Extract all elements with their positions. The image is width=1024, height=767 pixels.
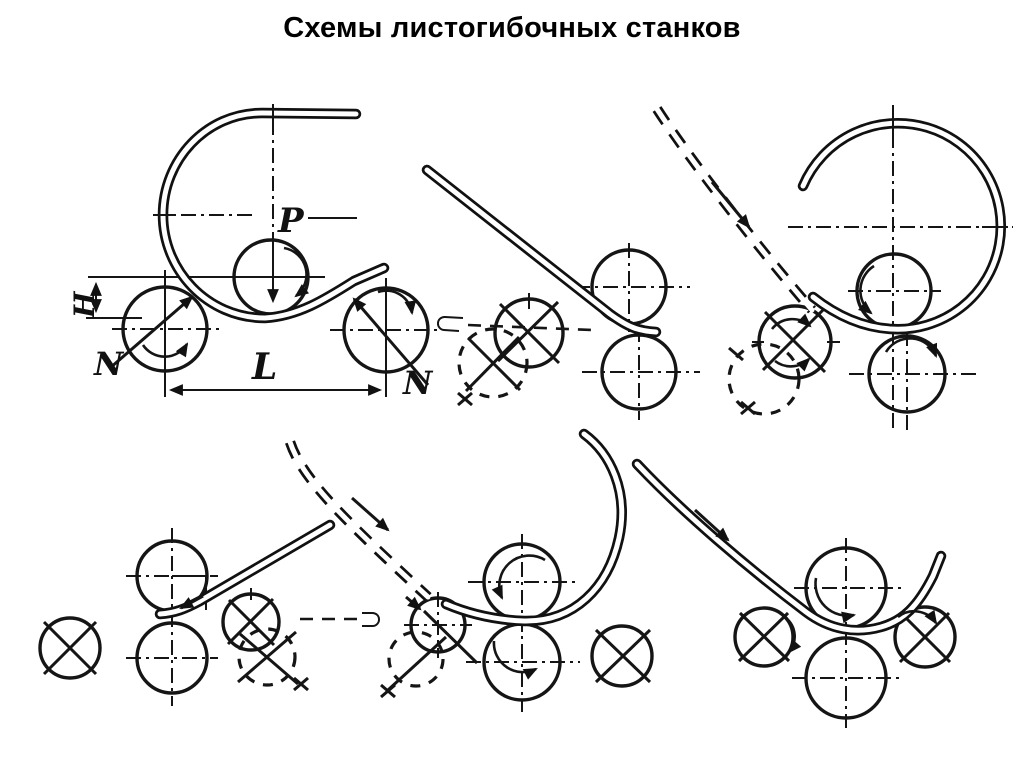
bending-roller-phantom <box>457 327 529 399</box>
scheme-pinch-flat-exit <box>38 519 380 706</box>
scheme-three-roll-pyramid: P H L N N <box>68 104 442 402</box>
left-roller-rotation-arrow <box>785 616 802 654</box>
phantom-end-tick <box>457 391 473 407</box>
right-roller-rotation-arrow <box>897 609 938 625</box>
phantom-x-mark <box>464 335 521 393</box>
feed-sheet-phantom <box>285 440 432 601</box>
bending-roller-phantom <box>727 342 801 416</box>
feed-direction-arrow <box>351 496 390 532</box>
lower-pinch-roller <box>135 621 209 695</box>
gap-label: H <box>68 290 101 319</box>
right-support-force-arrow <box>352 297 430 386</box>
right-support-label: N <box>402 364 434 402</box>
phantom-end-tick <box>293 676 309 692</box>
right-roller-x-mark <box>898 611 951 664</box>
left-support-force-arrow <box>109 295 194 370</box>
left-support-label: N <box>93 345 125 383</box>
left-bending-roller <box>733 606 795 668</box>
page-title: Схемы листогибочных станков <box>283 12 741 44</box>
bending-roller-phantom <box>387 630 445 688</box>
feed-direction-arrow <box>179 594 204 610</box>
bent-sheet <box>631 458 947 636</box>
feed-sheet-core <box>157 522 333 617</box>
scheme-pinch-curl-up <box>285 428 654 712</box>
force-label: P <box>277 201 305 241</box>
bending-roller-x-mark <box>498 302 561 365</box>
scheme-four-roll <box>631 458 957 728</box>
phantom-end-tick <box>740 400 756 416</box>
top-roller-rotation-arrow <box>814 577 857 624</box>
phantom-diagonal <box>386 635 448 692</box>
bending-roller-x-mark <box>763 310 827 374</box>
idler-roller <box>590 624 654 688</box>
feed-direction-arrow <box>710 181 751 229</box>
feed-sheet-phantom-core <box>654 106 815 313</box>
phantom-end-tick <box>728 346 744 362</box>
bending-roller-x-mark <box>761 308 825 372</box>
sheet-contact-arrow <box>405 595 422 611</box>
upper-roller-rotation-arrow <box>491 554 546 600</box>
bending-roller-x-mark <box>496 300 560 363</box>
lower-roller-rotation-arrow <box>492 640 538 680</box>
flat-sheet-phantom-end-hook <box>437 316 464 332</box>
flat-sheet-phantom-end-hook <box>362 612 380 627</box>
phantom-end-tick <box>380 683 396 699</box>
lower-pinch-roller <box>600 333 678 411</box>
phantom-x-mark <box>239 632 299 686</box>
curled-sheet-core <box>800 120 1004 332</box>
feed-sheet-phantom-core <box>287 439 431 600</box>
right-support-roller <box>342 286 430 374</box>
bending-roller-rotation-arrow <box>770 313 812 330</box>
idler-roller <box>38 616 102 680</box>
bending-roller-x-mark <box>226 597 275 646</box>
phantom-x-mark <box>237 630 297 684</box>
bending-roller <box>409 596 467 654</box>
right-bending-roller <box>893 605 957 669</box>
bent-sheet-core <box>160 110 387 321</box>
bending-roller-phantom <box>237 627 297 687</box>
bending-roller-rotation-arrow <box>774 357 811 372</box>
scheme-pinch-two-roll <box>421 164 700 420</box>
idler-roller-x-mark <box>42 620 98 676</box>
lower-roller-rotation-arrow <box>884 337 938 358</box>
scheme-pinch-curl-ring <box>652 105 1013 432</box>
upper-roller-rotation-arrow <box>858 264 875 315</box>
curled-sheet <box>440 428 627 627</box>
bending-roller-diagonal <box>422 609 479 665</box>
bottom-pinch-roller <box>804 636 888 720</box>
left-roller-x-mark <box>737 611 790 663</box>
top-roller-rotation-arrow <box>283 246 310 298</box>
left-roller-rotation-arrow <box>141 342 189 358</box>
feed-direction-arrow <box>693 508 730 542</box>
curled-sheet-core <box>443 431 625 624</box>
idler-roller-x-mark <box>594 628 652 684</box>
left-support-roller <box>121 285 209 373</box>
lower-pinch-roller <box>867 334 947 414</box>
feed-sheet-core <box>424 167 659 335</box>
span-label: L <box>251 346 277 388</box>
right-roller-rotation-arrow <box>377 289 417 316</box>
